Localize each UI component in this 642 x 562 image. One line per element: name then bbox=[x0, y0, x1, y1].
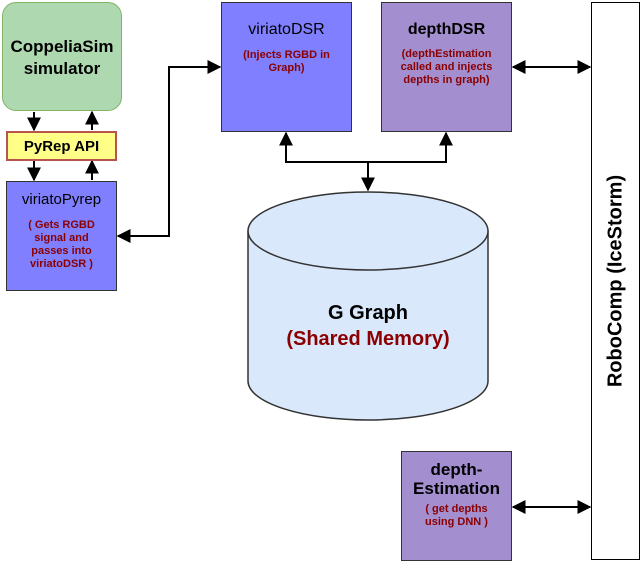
viriatodsr-desc-2: Graph) bbox=[268, 62, 305, 74]
arrow-viriatopyrep-viriatodsr bbox=[116, 60, 222, 243]
depthdsr-desc-2: called and injects bbox=[400, 61, 493, 73]
g-graph-node: G Graph (Shared Memory) bbox=[248, 296, 488, 356]
viriatopyrep-title: viriatoPyrep bbox=[21, 191, 102, 208]
robocomp-node: RoboComp (IceStorm) bbox=[591, 2, 640, 560]
viriatopyrep-node: viriatoPyrep ( Gets RGBD signal and pass… bbox=[6, 181, 117, 291]
viriatopyrep-desc-2: signal and bbox=[34, 232, 89, 244]
viriatopyrep-desc-3: passes into bbox=[31, 245, 92, 257]
viriatopyrep-desc-1: ( Gets RGBD bbox=[28, 219, 95, 231]
viriatodsr-node: viriatoDSR (Injects RGBD in Graph) bbox=[221, 2, 352, 132]
viriatodsr-desc-1: (Injects RGBD in bbox=[243, 49, 330, 61]
g-graph-subtitle: (Shared Memory) bbox=[286, 328, 450, 350]
depthestimation-desc-2: using DNN ) bbox=[425, 516, 488, 528]
depthestimation-node: depth- Estimation ( get depths using DNN… bbox=[401, 451, 512, 561]
depthestimation-title-1: depth- bbox=[430, 460, 483, 479]
viriatopyrep-desc-4: viriatoDSR ) bbox=[30, 258, 93, 270]
depthdsr-desc-3: depths in graph) bbox=[403, 74, 490, 86]
coppeliasim-node: CoppeliaSim simulator bbox=[2, 2, 122, 111]
depthestimation-title-2: Estimation bbox=[413, 479, 500, 498]
g-graph-title: G Graph bbox=[327, 302, 408, 324]
viriatodsr-title: viriatoDSR bbox=[248, 21, 325, 38]
depthdsr-desc-1: (depthEstimation bbox=[401, 48, 492, 60]
depthdsr-node: depthDSR (depthEstimation called and inj… bbox=[381, 2, 512, 132]
robocomp-title: RoboComp (IceStorm) bbox=[604, 174, 626, 388]
depthdsr-title: depthDSR bbox=[407, 21, 486, 38]
pyrep-api-node: PyRep API bbox=[6, 131, 117, 161]
pyrep-api-title: PyRep API bbox=[23, 138, 100, 155]
g-graph-cylinder bbox=[247, 191, 489, 421]
coppeliasim-title: CoppeliaSim bbox=[10, 37, 114, 56]
depthestimation-desc-1: ( get depths bbox=[425, 503, 488, 515]
arrow-viriatodsr-bus bbox=[279, 131, 453, 163]
coppeliasim-title-2: simulator bbox=[23, 59, 101, 78]
